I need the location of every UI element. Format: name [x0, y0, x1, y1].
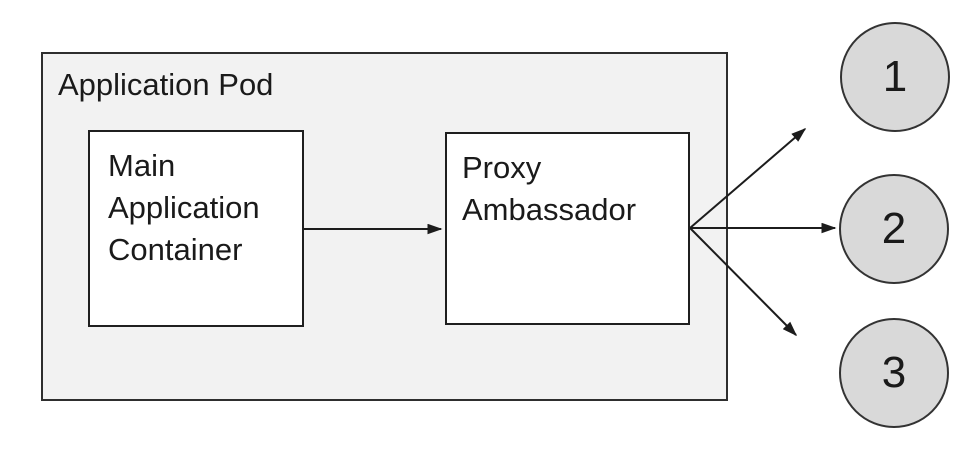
endpoint-circle-3: 3 [839, 318, 949, 428]
proxy-ambassador-box: Proxy Ambassador [445, 132, 690, 325]
application-pod-label: Application Pod [58, 67, 274, 102]
endpoint-circle-3-label: 3 [881, 348, 907, 397]
endpoint-circle-2-label: 2 [881, 204, 907, 253]
endpoint-circle-1: 1 [840, 22, 950, 132]
endpoint-circle-2: 2 [839, 174, 949, 284]
proxy-ambassador-label: Proxy Ambassador [462, 150, 637, 227]
main-application-container-label: Main Application Container [108, 148, 260, 267]
application-pod-box: Application Pod Main Application Contain… [41, 52, 728, 401]
main-application-container-box: Main Application Container [88, 130, 304, 327]
endpoint-circle-1-label: 1 [882, 52, 908, 101]
